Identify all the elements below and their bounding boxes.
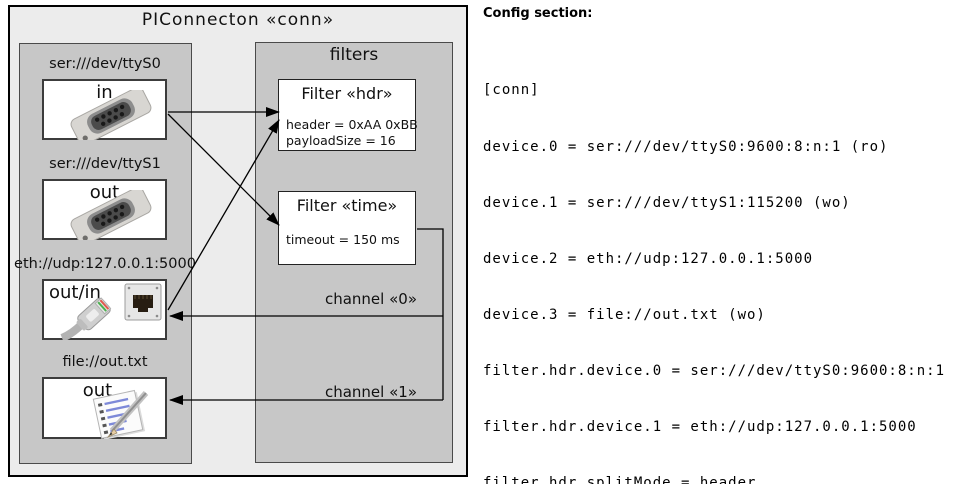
filter-title: Filter «time» — [296, 196, 398, 215]
channel-label-1: channel «1» — [324, 383, 417, 401]
serial-connector-icon — [70, 190, 152, 240]
config-line: filter.hdr.splitMode = header — [483, 475, 757, 484]
port-label: in — [96, 82, 113, 103]
config-line: device.1 = ser:///dev/ttyS1:115200 (wo) — [483, 194, 851, 211]
property-line: header = 0xAA 0xBB — [286, 117, 418, 132]
device-box-ttys0: in — [42, 79, 167, 140]
port-label: out/in — [49, 282, 101, 303]
config-section: Config section: [conn] device.0 = ser://… — [483, 6, 961, 484]
device-label-file: file://out.txt — [62, 354, 148, 370]
config-lines: [conn] device.0 = ser:///dev/ttyS0:9600:… — [483, 44, 954, 484]
config-line: filter.hdr.device.1 = eth://udp:127.0.0.… — [483, 419, 917, 436]
device-box-file: out — [42, 377, 167, 439]
port-label: out — [89, 182, 120, 203]
filter-box-time: Filter «time» timeout = 150 ms — [278, 191, 416, 265]
device-label-ttys1: ser:///dev/ttyS1 — [49, 156, 161, 172]
config-line: device.2 = eth://udp:127.0.0.1:5000 — [483, 250, 814, 267]
notepad-icon — [92, 389, 149, 439]
config-heading: Config section: — [483, 6, 593, 21]
filter-box-hdr: Filter «hdr» header = 0xAA 0xBB payloadS… — [278, 79, 418, 151]
device-label-ttys0: ser:///dev/ttyS0 — [49, 56, 161, 72]
device-label-eth: eth://udp:127.0.0.1:5000 — [14, 256, 196, 272]
diagram-title: PIConnecton «conn» — [141, 10, 335, 30]
property-line: timeout = 150 ms — [286, 232, 400, 247]
property-line: payloadSize = 16 — [286, 133, 396, 148]
filter-properties: timeout = 150 ms — [286, 232, 413, 248]
ethernet-jack-icon — [124, 283, 162, 321]
channel-label-0: channel «0» — [324, 290, 417, 308]
filter-title: Filter «hdr» — [301, 84, 393, 103]
port-label: out — [82, 380, 113, 401]
filter-properties: header = 0xAA 0xBB payloadSize = 16 — [286, 117, 418, 149]
config-line: device.0 = ser:///dev/ttyS0:9600:8:n:1 (… — [483, 138, 889, 155]
ethernet-plug-icon — [60, 297, 112, 340]
serial-connector-icon — [70, 90, 152, 140]
connection-diagram: PIConnecton «conn» ser:///dev/ttyS0 in — [8, 5, 468, 477]
device-box-eth: out/in — [42, 279, 167, 340]
device-box-ttys1: out — [42, 179, 167, 240]
devices-panel: ser:///dev/ttyS0 in ser:///dev/ttyS1 — [14, 43, 196, 464]
filters-panel-title: filters — [329, 45, 379, 65]
config-line: device.3 = file://out.txt (wo) — [483, 306, 766, 323]
config-line: [conn] — [483, 82, 540, 99]
config-line: filter.hdr.device.0 = ser:///dev/ttyS0:9… — [483, 362, 946, 379]
